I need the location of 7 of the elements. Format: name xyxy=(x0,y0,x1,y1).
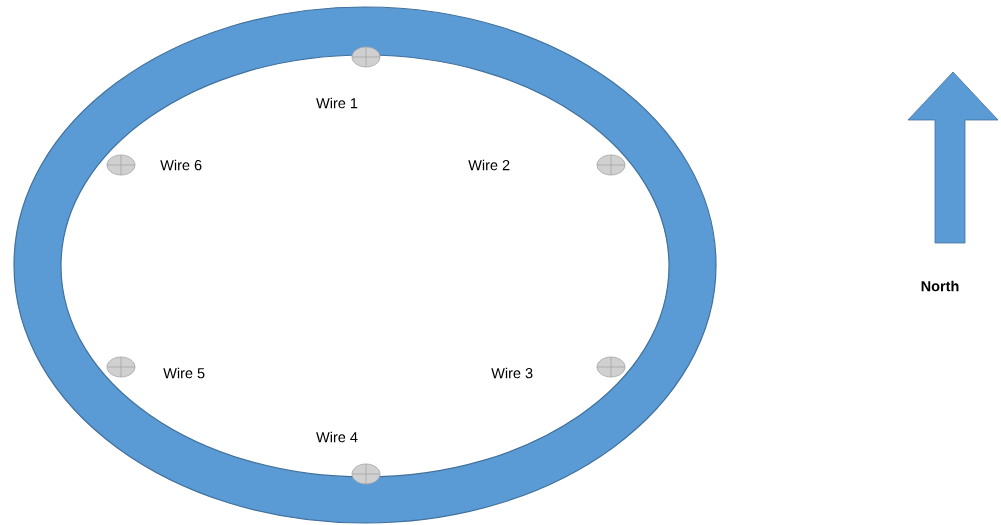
wire-label: Wire 5 xyxy=(163,367,205,379)
wire-label: Wire 4 xyxy=(316,431,358,443)
wire-label: Wire 6 xyxy=(160,159,202,171)
wire-label: Wire 1 xyxy=(316,97,358,109)
wire-label: Wire 3 xyxy=(491,367,533,379)
direction-label: North xyxy=(921,280,959,292)
wire-label: Wire 2 xyxy=(468,159,510,171)
